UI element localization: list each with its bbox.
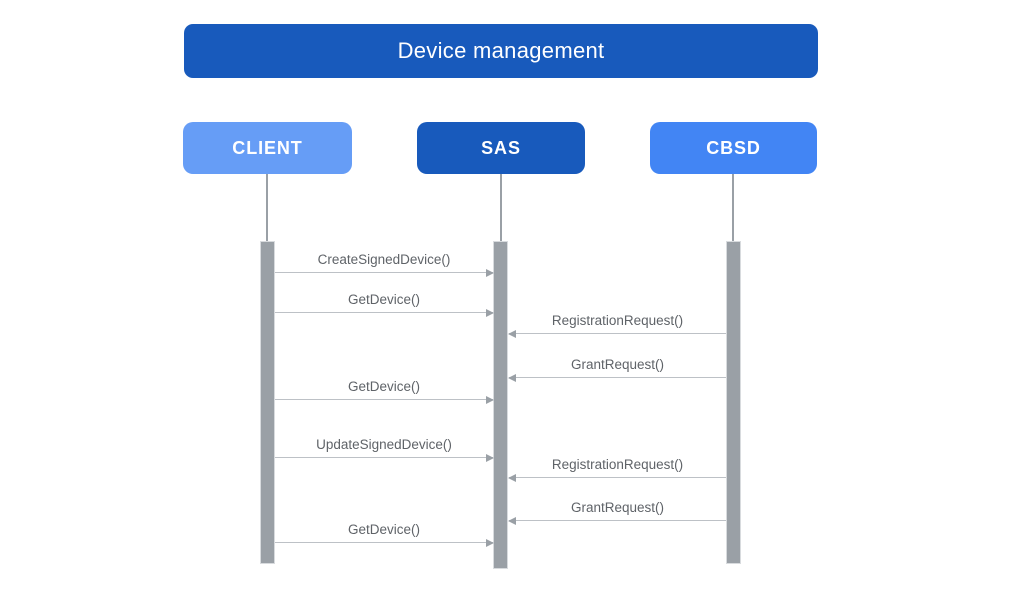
arrowhead-right-icon: [486, 395, 494, 404]
message-arrow-line: [509, 519, 726, 521]
lifeline-sas: [500, 174, 502, 241]
message-arrow-line: [275, 311, 493, 313]
message-label: GetDevice(): [347, 379, 420, 394]
arrowhead-right-icon: [486, 453, 494, 462]
actor-box-client: CLIENT: [183, 122, 352, 174]
message-create-signed-device: CreateSignedDevice(): [275, 247, 494, 277]
message-get-device-3: GetDevice(): [275, 517, 494, 547]
message-arrow-line: [275, 456, 493, 458]
activation-bar-sas: [493, 241, 508, 569]
message-label: RegistrationRequest(): [551, 457, 684, 472]
message-label: GetDevice(): [347, 292, 420, 307]
message-arrow-line: [509, 376, 726, 378]
message-arrow-line: [275, 271, 493, 273]
message-update-signed-device: UpdateSignedDevice(): [275, 432, 494, 462]
arrowhead-left-icon: [508, 373, 516, 382]
message-registration-request-2: RegistrationRequest(): [508, 452, 726, 482]
message-get-device-1: GetDevice(): [275, 287, 494, 317]
lifeline-cbsd: [732, 174, 734, 241]
message-arrow-line: [509, 332, 726, 334]
actor-box-cbsd: CBSD: [650, 122, 817, 174]
message-arrow-line: [275, 541, 493, 543]
message-grant-request-2: GrantRequest(): [508, 495, 726, 525]
message-grant-request-1: GrantRequest(): [508, 352, 726, 382]
arrowhead-left-icon: [508, 329, 516, 338]
message-label: GrantRequest(): [570, 357, 665, 372]
arrowhead-right-icon: [486, 538, 494, 547]
message-arrow-line: [275, 398, 493, 400]
lifeline-client: [266, 174, 268, 241]
message-get-device-2: GetDevice(): [275, 374, 494, 404]
arrowhead-left-icon: [508, 516, 516, 525]
actor-box-sas: SAS: [417, 122, 585, 174]
message-arrow-line: [509, 476, 726, 478]
message-label: CreateSignedDevice(): [317, 252, 451, 267]
message-label: GrantRequest(): [570, 500, 665, 515]
message-registration-request-1: RegistrationRequest(): [508, 308, 726, 338]
message-label: RegistrationRequest(): [551, 313, 684, 328]
arrowhead-right-icon: [486, 308, 494, 317]
activation-bar-client: [260, 241, 275, 564]
message-label: GetDevice(): [347, 522, 420, 537]
diagram-title: Device management: [184, 24, 818, 78]
activation-bar-cbsd: [726, 241, 741, 564]
arrowhead-left-icon: [508, 473, 516, 482]
arrowhead-right-icon: [486, 268, 494, 277]
message-label: UpdateSignedDevice(): [316, 437, 452, 452]
